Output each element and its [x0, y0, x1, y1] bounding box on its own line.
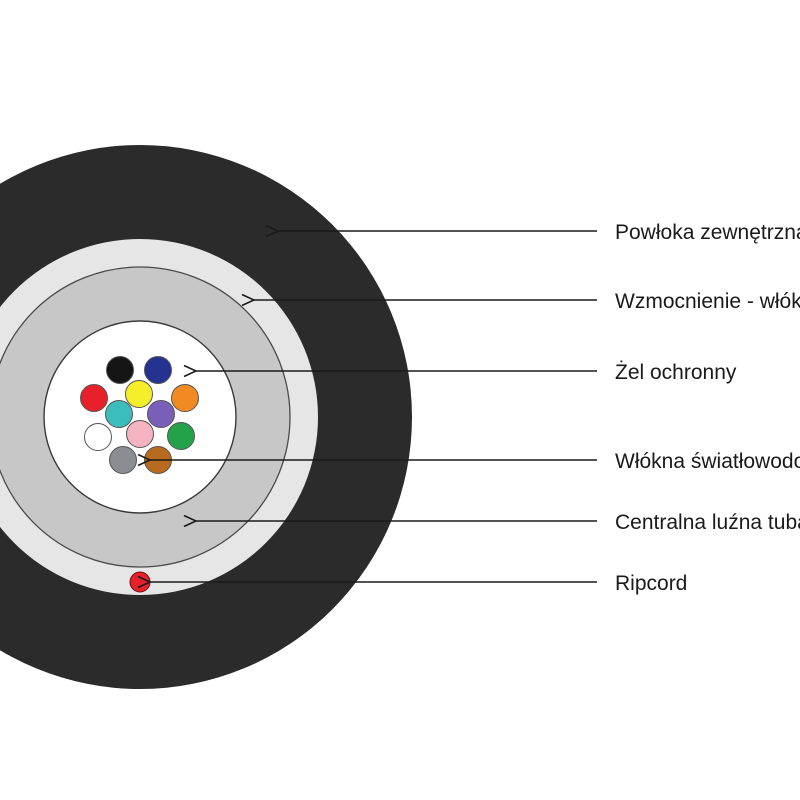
fiber-blue	[144, 356, 172, 384]
label-gel: Żel ochronny	[615, 361, 737, 384]
label-outer-jacket: Powłoka zewnętrzna	[615, 221, 800, 244]
fiber-green	[167, 422, 195, 450]
fiber-turquoise	[105, 400, 133, 428]
fiber-black	[106, 356, 134, 384]
callout-lines	[150, 231, 597, 582]
fiber-grey	[109, 446, 137, 474]
protective-gel	[43, 320, 237, 514]
ripcord	[129, 571, 151, 593]
fiber-orange	[171, 384, 199, 412]
optical-fibers-group	[80, 356, 199, 474]
label-fibers: Włókna światłowodowe	[615, 450, 800, 473]
label-loose-tube: Centralna luźna tuba	[615, 511, 800, 534]
fiber-yellow	[125, 380, 153, 408]
fiber-violet	[147, 400, 175, 428]
fiber-red	[80, 384, 108, 412]
fiber-white	[84, 423, 112, 451]
fiber-pink	[126, 420, 154, 448]
label-strength: Wzmocnienie - włókna aramidowe	[615, 290, 800, 313]
label-ripcord: Ripcord	[615, 572, 687, 595]
